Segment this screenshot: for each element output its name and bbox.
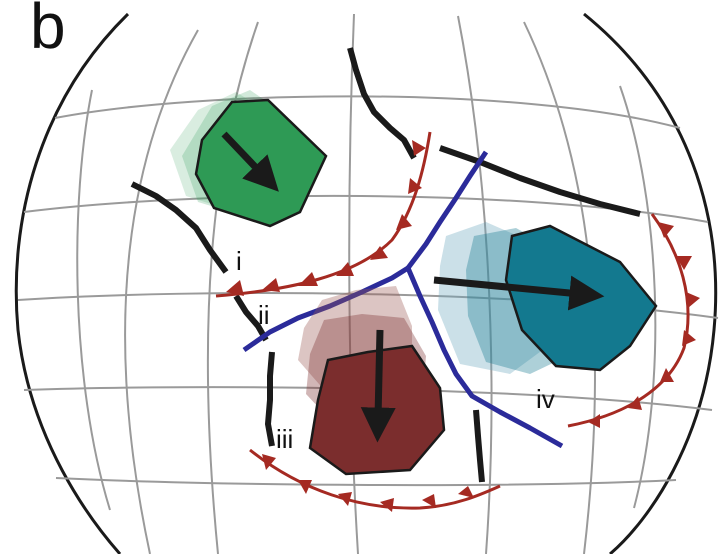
transform-boundaries (130, 47, 641, 483)
subduction-zone (567, 213, 690, 428)
subduction-zone (249, 448, 501, 510)
subduction-tooth (298, 480, 312, 494)
transform-boundary (473, 409, 485, 483)
subduction-tooth (338, 492, 352, 506)
ridge-boundary (242, 265, 410, 353)
subduction-tooth (458, 486, 474, 498)
globe-outline (14, 12, 130, 554)
panel-letter: b (30, 0, 66, 62)
longitude-line (457, 15, 493, 554)
plate-i (170, 90, 328, 228)
motion-arrow (360, 329, 396, 443)
ridge-boundary (406, 150, 489, 270)
subduction-tooth (588, 414, 600, 428)
subduction-tooth (686, 292, 700, 308)
plate-label-iii: iii (276, 424, 293, 454)
subduction-tooth (412, 140, 426, 156)
longitude-line (76, 89, 111, 511)
plate-iii (298, 286, 446, 476)
ridge-boundaries (242, 150, 564, 449)
transform-boundary (347, 47, 417, 160)
subduction-tooth (262, 454, 276, 470)
transform-boundary (265, 351, 275, 447)
plate-labels: i ii iii iv (236, 246, 555, 454)
latitude-line (23, 194, 709, 223)
subduction-teeth (226, 140, 700, 512)
subduction-tooth (408, 178, 422, 194)
longitude-line (124, 29, 199, 554)
subduction-tooth (298, 272, 318, 286)
subduction-tooth (660, 368, 674, 382)
globe (14, 12, 718, 554)
motion-arrow (433, 275, 605, 311)
plate-label-ii: ii (258, 300, 270, 330)
subduction-tooth (422, 494, 436, 508)
subduction-tooth (676, 256, 692, 270)
subduction-tooth (336, 262, 354, 276)
latitude-line (54, 95, 681, 129)
plate-label-i: i (236, 246, 242, 276)
subduction-tooth (682, 330, 696, 346)
longitude-line (619, 85, 657, 509)
latitude-line (55, 477, 677, 487)
transform-boundary (233, 294, 269, 342)
globe-outline-right (583, 12, 718, 554)
transform-boundary (130, 181, 229, 274)
plate-iv (433, 222, 658, 374)
transform-boundary (439, 145, 641, 217)
ridge-boundary (405, 267, 564, 449)
subduction-tooth (628, 396, 642, 410)
motion-arrow (221, 131, 279, 192)
subduction-tooth (262, 278, 280, 292)
subduction-tooth (370, 246, 388, 260)
subduction-tooth (226, 280, 244, 296)
subduction-tooth (380, 498, 394, 512)
subduction-tooth (658, 222, 674, 238)
subduction-tooth (396, 214, 412, 230)
plate-label-iv: iv (536, 384, 555, 414)
